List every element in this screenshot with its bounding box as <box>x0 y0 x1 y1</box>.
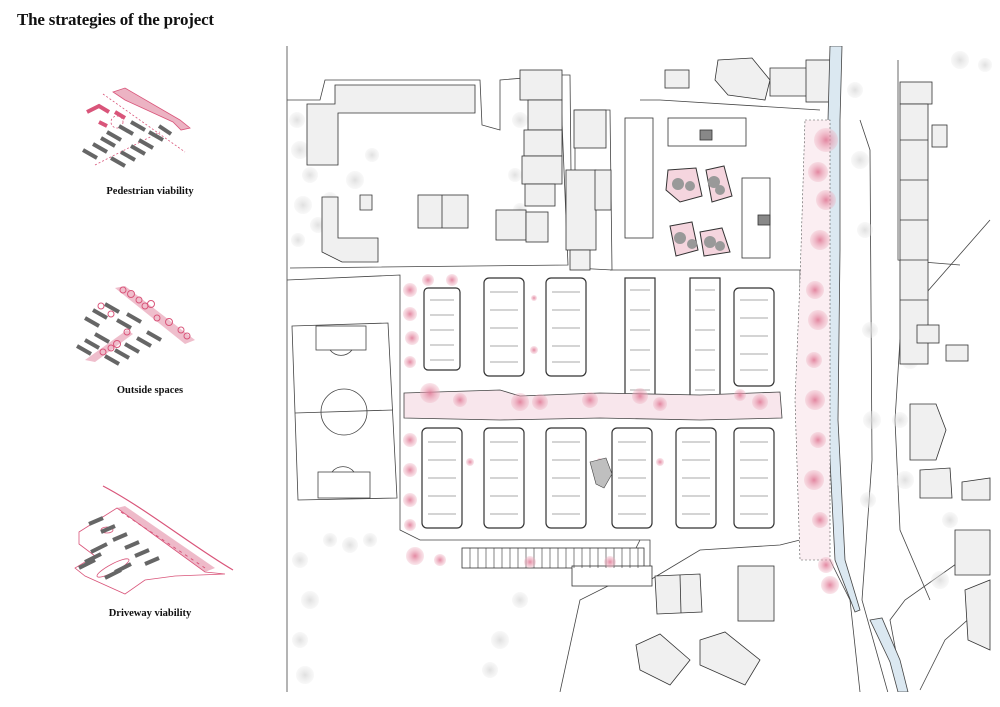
existing-trees <box>289 51 992 684</box>
new-trees <box>403 128 839 594</box>
driveway-diagram-icon <box>74 485 234 595</box>
site-plan-map <box>286 46 992 692</box>
strategy-label: Pedestrian viability <box>106 186 194 197</box>
linear-park <box>794 119 831 561</box>
strategy-pedestrian-viability: Pedestrian viability <box>55 80 245 197</box>
courtyard-trees <box>672 176 725 251</box>
pedestrian-diagram-icon <box>82 87 191 168</box>
soccer-field <box>291 322 398 501</box>
strategy-driveway-viability: Driveway viability <box>55 468 245 619</box>
courtyard-block <box>624 117 771 259</box>
unit-partitions <box>428 289 768 515</box>
parking <box>461 547 653 587</box>
existing-buildings <box>306 57 991 686</box>
strategy-outside-spaces: Outside spaces <box>55 268 245 396</box>
strategy-label: Driveway viability <box>108 608 192 619</box>
page-title: The strategies of the project <box>17 10 214 29</box>
plaza <box>589 457 613 489</box>
outside-spaces-diagram-icon <box>76 286 195 366</box>
strategy-label: Outside spaces <box>116 385 184 396</box>
courtyard-gardens <box>665 165 733 257</box>
